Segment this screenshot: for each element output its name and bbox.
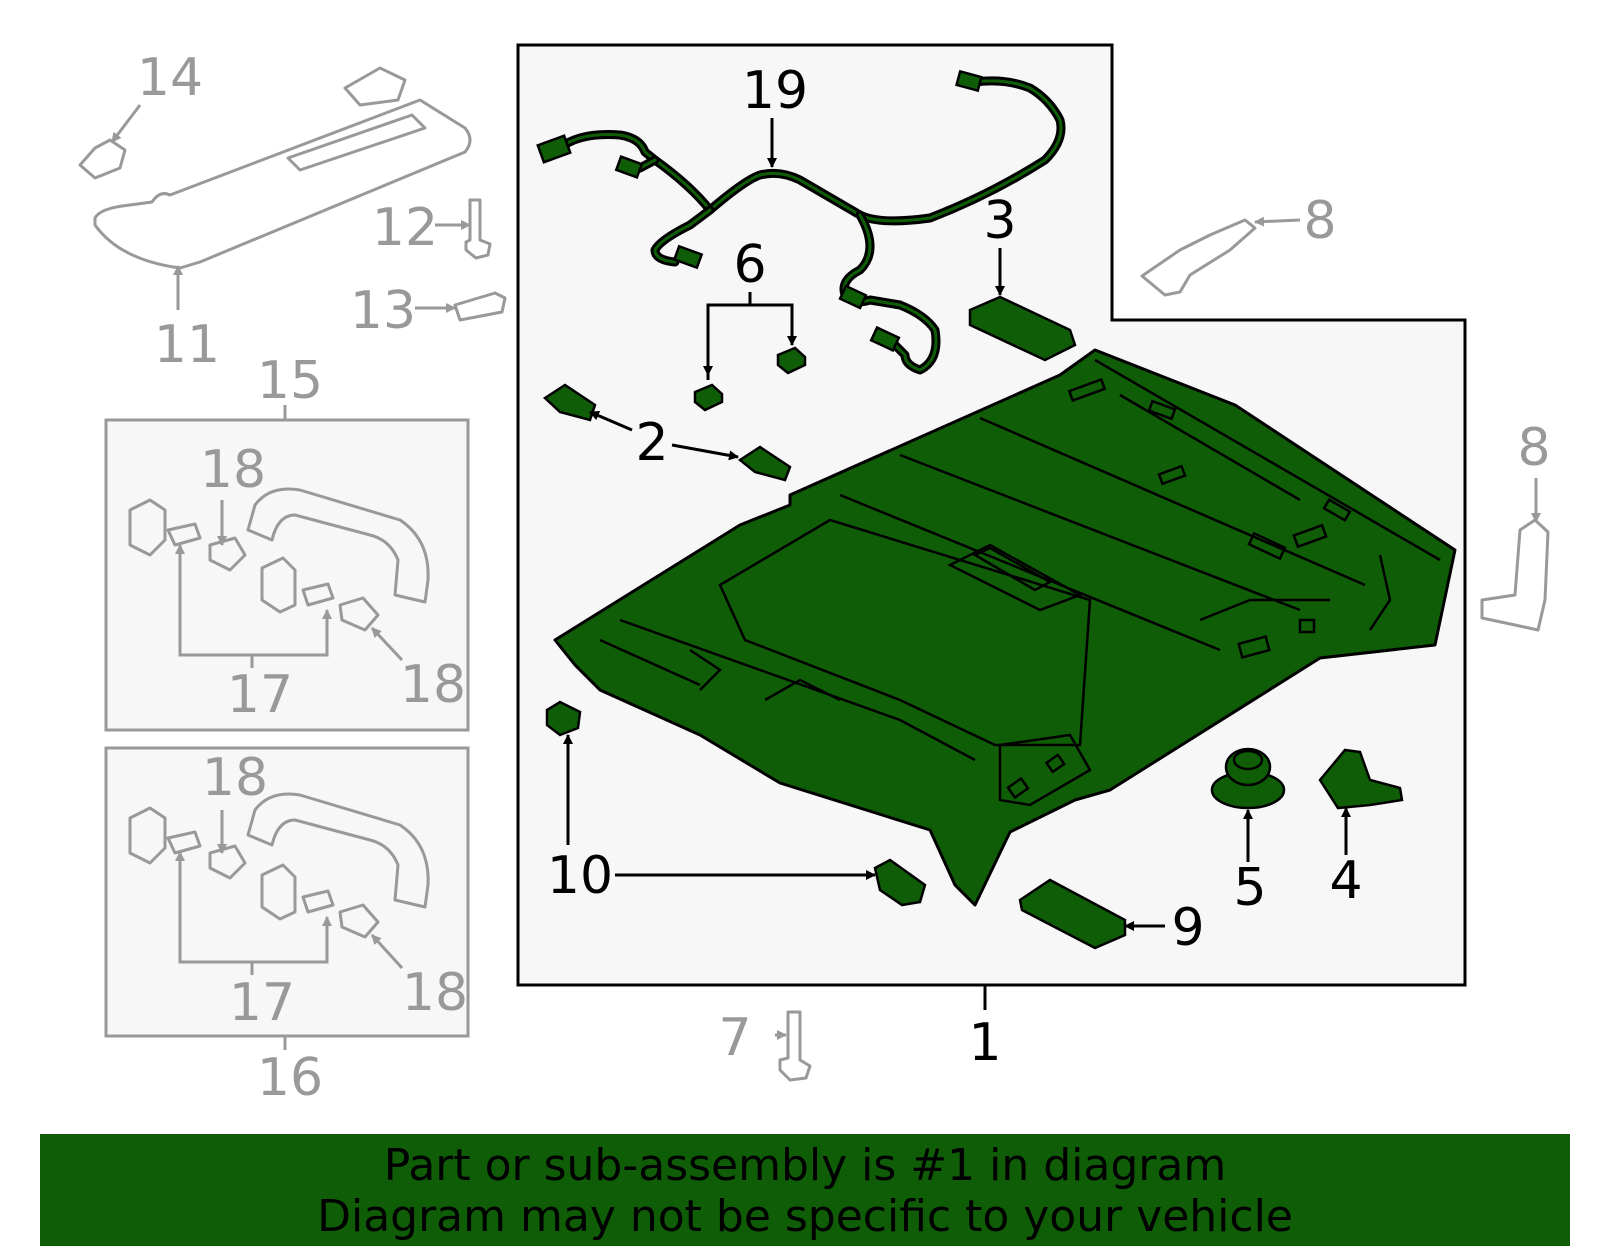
banner-line-2: Diagram may not be specific to your vehi… [317, 1191, 1293, 1242]
part-6-clip-b [776, 346, 807, 375]
callout-18-c: 18 [202, 748, 268, 808]
callout-1: 1 [968, 1013, 1001, 1073]
banner-line-1: Part or sub-assembly is #1 in diagram [383, 1140, 1227, 1191]
clip-14 [78, 138, 127, 180]
callout-4: 4 [1329, 851, 1362, 911]
part-9-lamp [1018, 878, 1127, 950]
callout-3: 3 [983, 191, 1016, 251]
callout-18-a: 18 [200, 440, 266, 500]
bolt-12 [464, 198, 492, 260]
handle-kit-box-15 [104, 418, 470, 732]
callout-7: 7 [718, 1008, 751, 1068]
callout-16: 16 [257, 1048, 323, 1108]
callout-8-a: 8 [1303, 191, 1336, 251]
callout-18-d: 18 [402, 963, 468, 1023]
callout-9: 9 [1171, 898, 1204, 958]
reference-parts [78, 66, 1550, 1082]
callout-19: 19 [742, 61, 808, 121]
callout-17-a: 17 [227, 665, 293, 725]
callout-10: 10 [547, 846, 613, 906]
handle-kit-box-16 [104, 746, 470, 1038]
callout-6: 6 [733, 235, 766, 295]
part-10-clip-a [545, 700, 582, 737]
bracket-8a [1140, 218, 1257, 297]
headliner-panel [553, 348, 1457, 907]
callout-15: 15 [257, 351, 323, 411]
part-10-clip-b [873, 858, 927, 907]
callout-13: 13 [350, 281, 416, 341]
bolt-7 [778, 1010, 812, 1082]
callout-14: 14 [137, 48, 203, 108]
callout-18-b: 18 [400, 655, 466, 715]
sun-visor [93, 98, 472, 270]
callout-5: 5 [1233, 858, 1266, 918]
callout-17-b: 17 [229, 973, 295, 1033]
part-3-bracket [968, 295, 1077, 362]
callout-12: 12 [372, 198, 438, 258]
callout-11: 11 [154, 315, 220, 375]
part-5-retainer [1210, 747, 1286, 810]
callout-8-b: 8 [1517, 418, 1550, 478]
part-6-clip-a [693, 383, 724, 412]
disclaimer-banner: Part or sub-assembly is #1 in diagram Di… [40, 1134, 1570, 1246]
part-2-clip-b [737, 445, 792, 482]
cap-13 [453, 291, 507, 322]
bracket-8b [1480, 518, 1550, 632]
callout-2: 2 [635, 413, 668, 473]
